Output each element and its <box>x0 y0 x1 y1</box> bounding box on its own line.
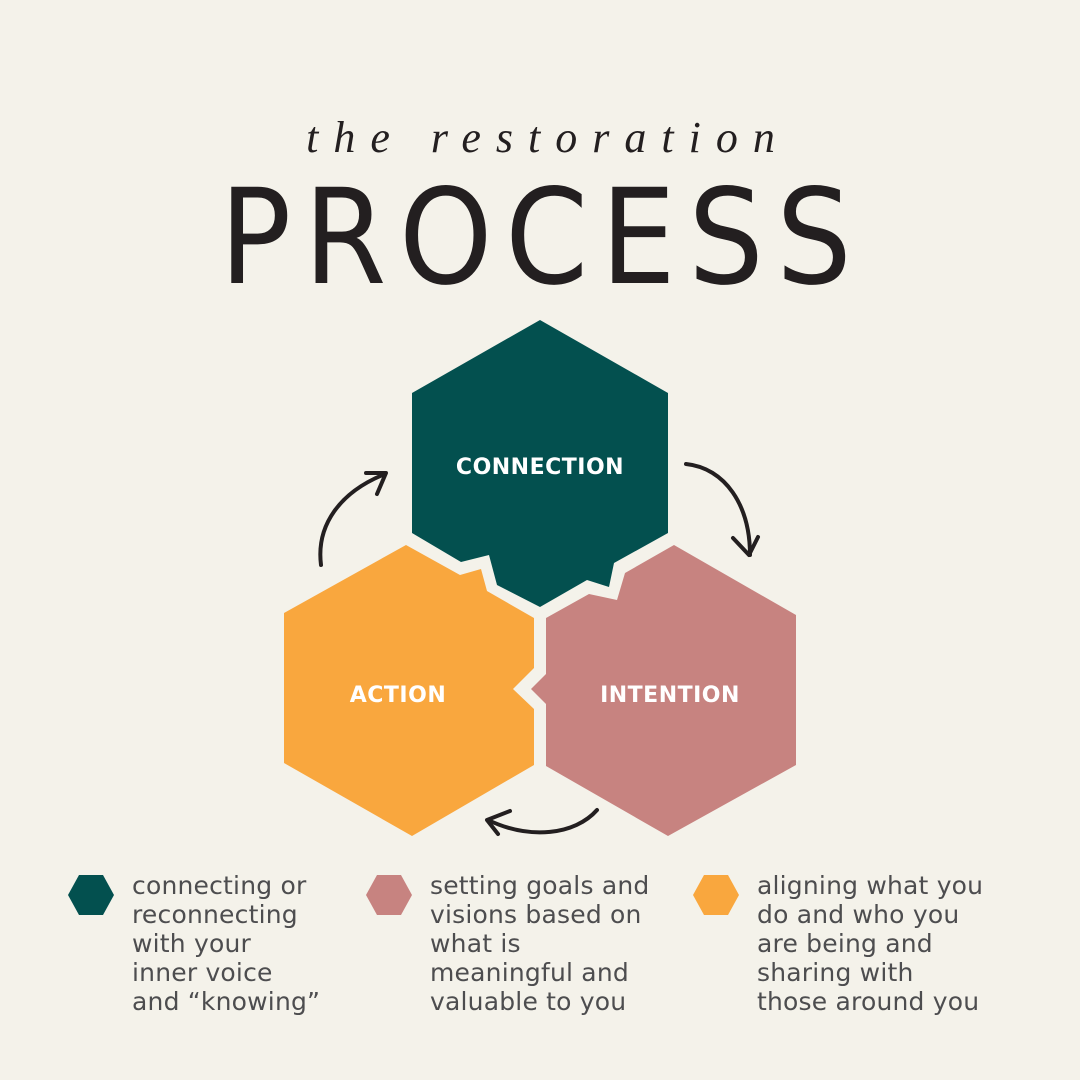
hexagon-intention: INTENTION <box>531 545 796 836</box>
hexagon-label-connection: CONNECTION <box>456 455 624 480</box>
hexagon-icon <box>68 875 114 915</box>
curved-arrow-icon <box>318 471 388 567</box>
page-title: PROCESS <box>219 161 865 315</box>
curved-arrow-icon <box>684 462 760 557</box>
hexagon-connection: CONNECTION <box>412 320 668 607</box>
legend-text-intention: setting goals and visions based on what … <box>430 871 650 1016</box>
subtitle: the restoration <box>306 113 790 162</box>
hexagon-label-action: ACTION <box>350 683 446 708</box>
curved-arrow-icon <box>485 808 599 836</box>
hexagon-icon <box>693 875 739 915</box>
hexagon-icon <box>366 875 412 915</box>
legend-text-connection: connecting or reconnecting with your inn… <box>132 871 321 1016</box>
legend-item-intention: setting goals and visions based on what … <box>366 871 649 1016</box>
hexagon-label-intention: INTENTION <box>600 683 740 708</box>
hexagon-action: ACTION <box>284 545 534 836</box>
legend-text-action: aligning what you do and who you are bei… <box>757 871 984 1016</box>
legend-item-action: aligning what you do and who you are bei… <box>693 871 983 1016</box>
legend-item-connection: connecting or reconnecting with your inn… <box>68 871 320 1016</box>
